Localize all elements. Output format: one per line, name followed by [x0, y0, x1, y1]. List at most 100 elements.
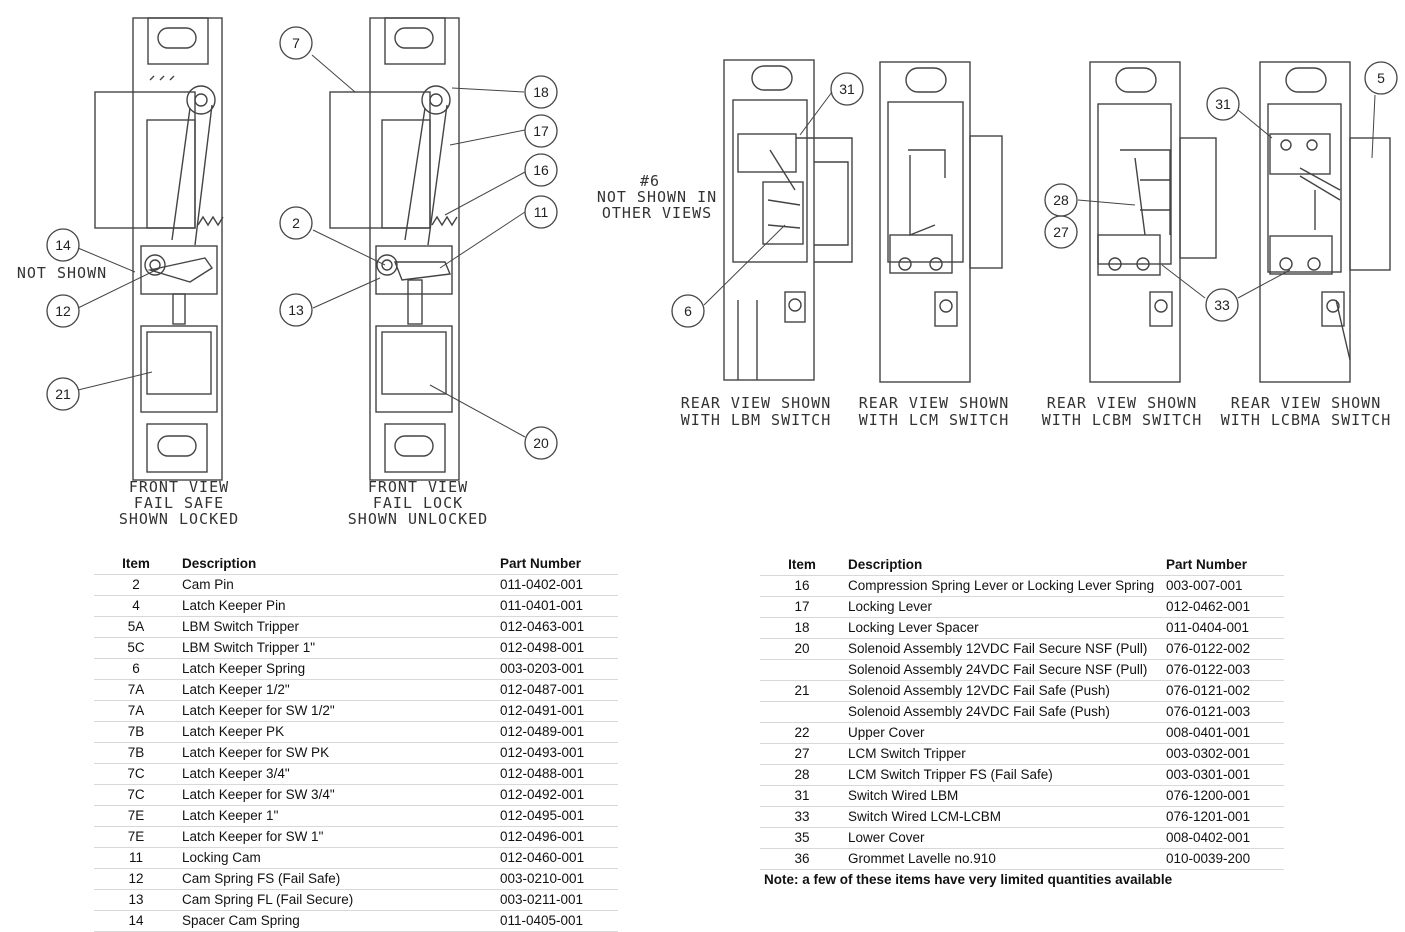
description-cell: Latch Keeper for SW 3/4"	[178, 784, 496, 806]
caption-lcm-1: REAR VIEW SHOWN	[859, 394, 1009, 412]
table-header-row: Item Description Part Number	[94, 554, 618, 575]
part-number-cell: 012-0463-001	[496, 616, 618, 638]
description-cell: Latch Keeper for SW 1/2"	[178, 700, 496, 722]
caption-lbm-2: WITH LBM SWITCH	[681, 411, 831, 429]
note6-line2: NOT SHOWN IN	[597, 188, 717, 206]
part-number-cell: 012-0460-001	[496, 847, 618, 869]
front-view-fail-lock	[329, 17, 460, 481]
callout-31: 31	[839, 81, 855, 97]
item-cell: 31	[760, 785, 844, 807]
part-number-cell: 012-0492-001	[496, 784, 618, 806]
part-number-cell: 008-0402-001	[1162, 827, 1284, 849]
item-cell: 2	[94, 574, 178, 596]
rear-view-lcm	[879, 61, 1003, 383]
table-header-row: Item Description Part Number	[760, 555, 1284, 576]
callout-14: 14	[55, 237, 71, 253]
item-cell: 7C	[94, 784, 178, 806]
header-part-number: Part Number	[1162, 555, 1284, 576]
caption-lbm-1: REAR VIEW SHOWN	[681, 394, 831, 412]
description-cell: Cam Spring FS (Fail Safe)	[178, 868, 496, 890]
item-cell: 16	[760, 575, 844, 597]
caption-front-safe-2: FAIL SAFE	[134, 494, 224, 512]
rear-view-lcbm	[1089, 61, 1217, 383]
item-cell: 4	[94, 595, 178, 617]
callout-27: 27	[1053, 224, 1069, 240]
item-cell: 7A	[94, 700, 178, 722]
caption-lcbm-1: REAR VIEW SHOWN	[1047, 394, 1197, 412]
note6-line3: OTHER VIEWS	[602, 204, 712, 222]
item-cell: 14	[94, 910, 178, 932]
description-cell: Cam Pin	[178, 574, 496, 596]
callout-6: 6	[684, 303, 692, 319]
rear-view-lcbma	[1259, 61, 1391, 383]
item-cell: 22	[760, 722, 844, 744]
description-cell: Locking Cam	[178, 847, 496, 869]
description-cell: LBM Switch Tripper 1"	[178, 637, 496, 659]
item-cell	[760, 659, 844, 681]
part-number-cell: 012-0493-001	[496, 742, 618, 764]
description-cell: Latch Keeper 3/4"	[178, 763, 496, 785]
item-cell: 20	[760, 638, 844, 660]
front-view-fail-safe	[94, 17, 224, 481]
callout-numbers: 14 12 21 7 2 13 18 17 16 11 20 31 6 28 2…	[55, 35, 1385, 451]
part-number-cell: 012-0462-001	[1162, 596, 1284, 618]
part-number-cell: 076-0122-003	[1162, 659, 1284, 681]
part-number-cell: 011-0402-001	[496, 574, 618, 596]
part-number-cell: 076-0121-002	[1162, 680, 1284, 702]
caption-lcbma-1: REAR VIEW SHOWN	[1231, 394, 1381, 412]
item-cell: 13	[94, 889, 178, 911]
item-cell: 7E	[94, 805, 178, 827]
item-cell: 27	[760, 743, 844, 765]
callout-12: 12	[55, 303, 71, 319]
callout-2: 2	[292, 215, 300, 231]
item-cell: 7B	[94, 742, 178, 764]
item-cell: 35	[760, 827, 844, 849]
description-cell: Switch Wired LBM	[844, 785, 1162, 807]
part-number-cell: 076-1200-001	[1162, 785, 1284, 807]
description-cell: Latch Keeper for SW PK	[178, 742, 496, 764]
callout-31-b: 31	[1215, 96, 1231, 112]
item-cell: 21	[760, 680, 844, 702]
description-cell: Latch Keeper Pin	[178, 595, 496, 617]
header-item: Item	[94, 554, 178, 575]
item-cell: 5C	[94, 637, 178, 659]
part-number-cell: 010-0039-200	[1162, 848, 1284, 870]
item-cell: 7A	[94, 679, 178, 701]
item-cell: 18	[760, 617, 844, 639]
callout-circles	[46, 26, 1398, 460]
part-number-cell: 012-0488-001	[496, 763, 618, 785]
part-number-cell: 011-0404-001	[1162, 617, 1284, 639]
description-cell: Latch Keeper for SW 1"	[178, 826, 496, 848]
description-cell: Latch Keeper 1/2"	[178, 679, 496, 701]
part-number-cell: 012-0491-001	[496, 700, 618, 722]
part-number-cell: 012-0498-001	[496, 637, 618, 659]
header-part-number: Part Number	[496, 554, 618, 575]
part-number-cell: 076-1201-001	[1162, 806, 1284, 828]
item-cell: 5A	[94, 616, 178, 638]
item-cell: 7C	[94, 763, 178, 785]
item-cell: 7B	[94, 721, 178, 743]
item-cell: 6	[94, 658, 178, 680]
drawing-captions: NOT SHOWN FRONT VIEW FAIL SAFE SHOWN LOC…	[17, 172, 1390, 528]
callout-16: 16	[533, 162, 549, 178]
item-cell: 7E	[94, 826, 178, 848]
